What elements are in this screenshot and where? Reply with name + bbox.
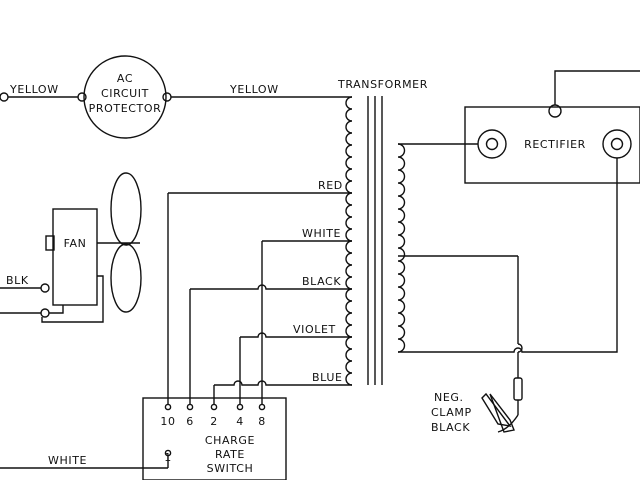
fan-wiring [0, 275, 104, 323]
switch-terminal-6: 6 [186, 415, 194, 428]
bottom-white-label: WHITE [48, 454, 87, 467]
switch-terminal-10: 10 [160, 415, 175, 428]
primary-tap-wires [168, 192, 352, 386]
violet-tap-label: VIOLET [293, 323, 336, 336]
switch-label-rate: RATE [215, 448, 245, 461]
negative-clamp-icon [481, 377, 523, 433]
transformer-secondary-coil [397, 143, 406, 353]
rectifier-label: RECTIFIER [524, 138, 586, 151]
left-terminal [0, 92, 9, 102]
transformer-core [367, 96, 383, 385]
fan-blades-icon [110, 172, 142, 313]
neg-clamp-label-1: NEG. [434, 391, 464, 404]
protector-terminal-right [162, 92, 172, 102]
switch-terminal-2: 2 [210, 415, 218, 428]
switch-terminal-4: 4 [236, 415, 244, 428]
neg-clamp-label-3: BLACK [431, 421, 470, 434]
switch-drop-wires [167, 193, 263, 404]
ac-circuit-protector: AC CIRCUIT PROTECTOR [83, 55, 167, 139]
switch-label-switch: SWITCH [207, 462, 254, 475]
protector-label-protector: PROTECTOR [89, 102, 162, 115]
protector-terminal-left [77, 92, 87, 102]
protector-label-ac: AC [117, 72, 133, 85]
top-yellow-wiring [0, 92, 352, 102]
red-tap-label: RED [318, 179, 343, 192]
black-tap-label: BLACK [302, 275, 341, 288]
switch-label-charge: CHARGE [205, 434, 255, 447]
white-tap-label: WHITE [302, 227, 341, 240]
fan-motor: FAN [45, 208, 140, 306]
blue-tap-label: BLUE [312, 371, 343, 384]
blk-wire-label: BLK [6, 274, 29, 287]
secondary-wiring [398, 143, 618, 378]
fan-label: FAN [64, 237, 87, 250]
rectifier-output-wire [554, 70, 640, 105]
switch-terminal-8: 8 [258, 415, 266, 428]
protector-label-circuit: CIRCUIT [101, 87, 149, 100]
rectifier: RECTIFIER [464, 104, 640, 184]
yellow-wire-label-right: YELLOW [229, 83, 279, 96]
neg-clamp-label-2: CLAMP [431, 406, 472, 419]
yellow-wire-label-left: YELLOW [9, 83, 59, 96]
transformer-label: TRANSFORMER [337, 78, 428, 91]
